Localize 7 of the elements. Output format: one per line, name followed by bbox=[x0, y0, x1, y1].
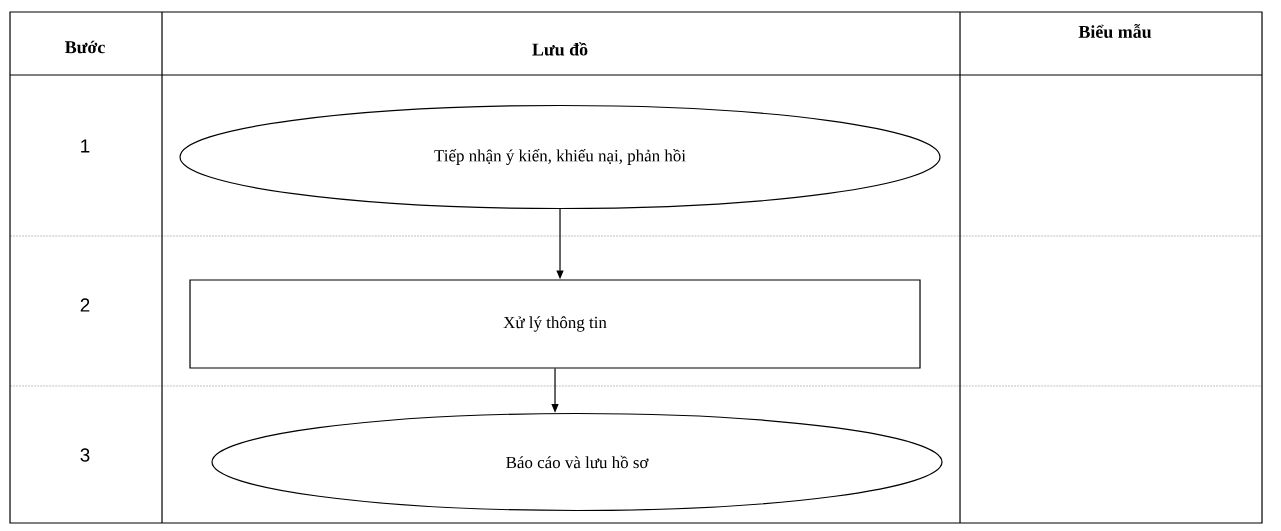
column-header: Lưu đồ bbox=[532, 42, 588, 56]
step-number: 3 bbox=[80, 448, 90, 462]
column-header: Biểu mẫu bbox=[1078, 24, 1152, 38]
process-box: Xử lý thông tin bbox=[189, 279, 921, 369]
step-number: 2 bbox=[80, 298, 90, 312]
step-number: 1 bbox=[81, 139, 90, 153]
column-header: Bước bbox=[65, 40, 105, 54]
